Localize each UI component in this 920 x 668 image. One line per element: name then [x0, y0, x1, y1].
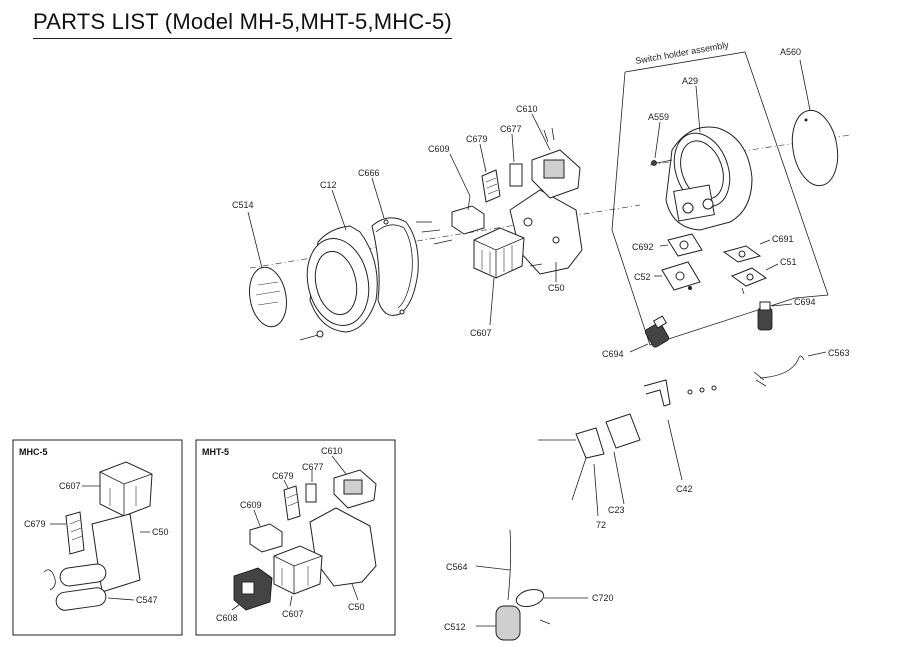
inset-mht5-label-C677: C677: [302, 462, 324, 472]
part-C679-terminal-strip: [479, 143, 501, 203]
part-C564-cable: [475, 529, 512, 601]
label-C512: C512: [444, 622, 466, 632]
part-C720-weight: [515, 588, 588, 625]
label-C42: C42: [676, 484, 693, 494]
label-C23: C23: [608, 505, 625, 515]
label-C692: C692: [632, 242, 654, 252]
inset-mht5-label-C50: C50: [348, 602, 365, 612]
inset-mhc5-label-C50: C50: [152, 527, 169, 537]
part-C42-bracket: [643, 379, 717, 481]
housing-screw: [299, 330, 324, 341]
assembly-label: Switch holder assembly: [635, 40, 730, 66]
part-C563-cable: [753, 351, 827, 387]
inset-mhc5: MHC-5 C607 C679 C50 C547: [12, 439, 183, 636]
label-C609: C609: [428, 144, 450, 154]
label-C564: C564: [446, 562, 468, 572]
label-C12: C12: [320, 180, 337, 190]
part-labels: A560 A29 A559 C610 C677 C679 C609 C666 C…: [232, 47, 850, 632]
inset-mhc5-label-C679: C679: [24, 519, 46, 529]
part-C512-float-switch: [476, 605, 521, 641]
part-C691-plate: [722, 239, 771, 263]
inset-mhc5-title: MHC-5: [19, 447, 48, 457]
label-C52: C52: [634, 272, 651, 282]
part-A559-screw: [651, 121, 673, 166]
label-72: 72: [596, 520, 606, 530]
inset-mht5-label-C607: C607: [282, 609, 304, 619]
part-C12-housing: [306, 189, 378, 333]
inset-mhc5-label-C547: C547: [136, 595, 158, 605]
label-C563: C563: [828, 348, 850, 358]
part-C50-bracket: [509, 189, 583, 282]
axis-line: [249, 204, 641, 269]
part-C514-label-plate: [247, 211, 287, 328]
label-C691: C691: [772, 234, 794, 244]
part-C692-gasket: [659, 233, 703, 257]
part-72-lever: [538, 427, 605, 517]
part-C607-switch-block: [473, 227, 525, 326]
part-C666-gasket: [371, 177, 419, 316]
part-C694-gland-left: [629, 315, 670, 353]
label-C694-left: C694: [602, 349, 624, 359]
inset-mht5: MHT-5 C610 C679 C677 C609 C608: [195, 439, 396, 636]
part-C23-lever: [605, 413, 641, 505]
label-C677: C677: [500, 124, 522, 134]
label-C694-right: C694: [794, 297, 816, 307]
part-C51-plate: [730, 263, 779, 295]
label-A559: A559: [648, 112, 669, 122]
label-C666: C666: [358, 168, 380, 178]
label-C679: C679: [466, 134, 488, 144]
part-C694-gland-right: [757, 301, 793, 331]
part-C610-transformer: [531, 113, 581, 199]
label-C50: C50: [548, 283, 565, 293]
inset-mht5-label-C609: C609: [240, 500, 262, 510]
label-C607: C607: [470, 328, 492, 338]
label-C610: C610: [516, 104, 538, 114]
inset-mht5-label-C610: C610: [321, 446, 343, 456]
small-screws: [416, 127, 555, 267]
inset-mhc5-label-C607: C607: [59, 481, 81, 491]
inset-mht5-title: MHT-5: [202, 447, 229, 457]
inset-mht5-label-C679: C679: [272, 471, 294, 481]
label-A29: A29: [682, 76, 698, 86]
part-A29-switch-holder: [665, 85, 753, 231]
inset-mht5-label-C608: C608: [216, 613, 238, 623]
label-C720: C720: [592, 593, 614, 603]
part-C52-plate: [654, 261, 701, 291]
page-title: PARTS LIST (Model MH-5,MHT-5,MHC-5): [33, 9, 452, 39]
part-C609-terminal: [449, 153, 485, 235]
label-A560: A560: [780, 47, 801, 57]
part-A560-cover: [791, 59, 839, 187]
label-C51: C51: [780, 257, 797, 267]
label-C514: C514: [232, 200, 254, 210]
part-C677-relay: [509, 133, 523, 187]
